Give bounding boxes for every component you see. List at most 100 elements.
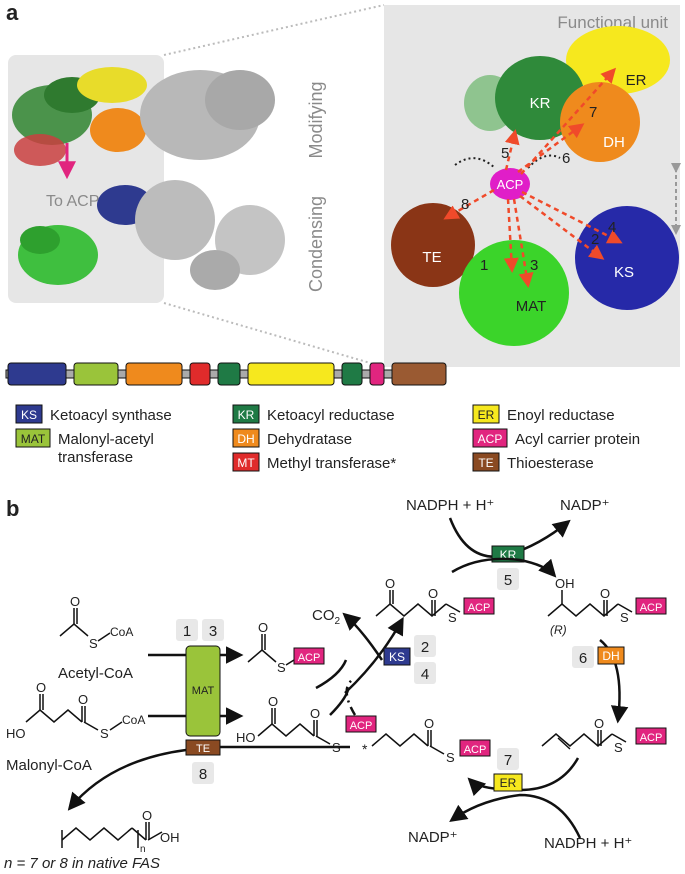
projection-line-top (163, 4, 385, 56)
te-release-arrow (67, 748, 187, 811)
dotted-arc-right (527, 154, 561, 169)
mat-blob (459, 240, 569, 346)
dh-enzyme-label: DH (602, 649, 619, 663)
acyl-acp-label: ACP (464, 744, 487, 756)
ha-r-label: (R) (550, 623, 567, 637)
ha-acp-tag (635, 597, 667, 615)
step5-label: 5 (504, 572, 512, 589)
gene-segment (217, 362, 241, 386)
te-enzyme-label: TE (196, 743, 210, 755)
acc-o: O (70, 594, 80, 609)
co2-label: CO2 (312, 607, 341, 627)
gene-segment (369, 362, 385, 386)
fu-kr-label: KR (530, 95, 551, 112)
fu-step-3: 3 (530, 257, 538, 274)
legend-abbr: MAT (21, 432, 46, 446)
gene-domain-bar (5, 362, 447, 386)
dotted-arc-left (454, 157, 496, 169)
mal-o2: O (78, 692, 88, 707)
modifying-label: Modifying (306, 81, 326, 158)
fu-step-7: 7 (589, 104, 597, 121)
nadp-bottom: NADP⁺ (408, 829, 458, 846)
fa-n-sub: n (140, 844, 146, 855)
gene-segment (341, 362, 363, 386)
gene-segment (247, 362, 335, 386)
acc-s: S (89, 636, 98, 651)
gene-segment (125, 362, 183, 386)
projection-line-bottom (163, 302, 385, 368)
fu-step-8: 8 (461, 196, 469, 213)
fu-dh-label: DH (603, 134, 625, 151)
macp-s: S (332, 740, 341, 755)
acc-s-bond (97, 632, 111, 642)
legend-label-cont: transferase (58, 449, 133, 466)
legend-label: Malonyl-acetyl (58, 431, 154, 448)
mal-s-bond (109, 721, 123, 731)
panel-b-letter: b (6, 496, 19, 521)
acc-coa: CoA (110, 625, 133, 639)
step2-badge (414, 635, 436, 657)
mal-s: S (100, 726, 109, 741)
macp-acp-label: ACP (350, 720, 373, 732)
er-enzyme-label: ER (500, 776, 517, 790)
en-acp-label: ACP (640, 732, 663, 744)
gene-segment (73, 362, 119, 386)
aa-acp-tag (463, 597, 495, 615)
legend-abbr: TE (478, 456, 493, 470)
step7-label: 7 (504, 752, 512, 769)
legend-swatch (232, 428, 260, 448)
hydroxyacyl-acp-structure (547, 590, 633, 617)
fu-acp-label: ACP (497, 177, 524, 192)
er-reaction-arrow (467, 757, 580, 797)
fa-o: O (142, 808, 152, 823)
malonyl-coa-label: Malonyl-CoA (6, 757, 92, 774)
dh-reaction-arrow (599, 639, 629, 724)
aa-o2: O (428, 586, 438, 601)
mal-o1: O (36, 680, 46, 695)
nadph-bottom: NADPH + H⁺ (544, 835, 632, 852)
legend-label: Dehydratase (267, 431, 352, 448)
acyl-acp-structure (371, 730, 445, 755)
step3-label: 3 (209, 623, 217, 640)
step4-label: 4 (421, 666, 429, 683)
fatty-acid-product (61, 822, 163, 848)
acyl-star: * (362, 741, 368, 757)
er-blob (566, 26, 670, 94)
aacp-s-bond (285, 659, 295, 666)
en-o: O (594, 716, 604, 731)
legend-abbr: ER (478, 408, 495, 422)
legend-swatch (15, 428, 51, 448)
legend-swatch (232, 404, 260, 424)
ha-acp-label: ACP (640, 602, 663, 614)
er-enzyme-box (493, 773, 523, 792)
step5-badge (497, 568, 519, 590)
fu-step-6: 6 (562, 150, 570, 167)
ks-up-arrow (344, 616, 404, 694)
mal-ho: HO (6, 726, 26, 741)
step3-badge (202, 619, 224, 641)
panel-a-letter: a (6, 0, 19, 25)
aacp-acp-label: ACP (298, 652, 321, 664)
step1-label: 1 (183, 623, 191, 640)
legend-label: Ketoacyl synthase (50, 407, 172, 424)
condensing-label: Condensing (306, 196, 326, 292)
step6-label: 6 (579, 650, 587, 667)
legend-swatch (232, 452, 260, 472)
fu-step-2: 2 (591, 231, 599, 248)
legend-label: Acyl carrier protein (515, 431, 640, 448)
acetoacetyl-acp-structure (375, 590, 461, 617)
gene-segment (391, 362, 447, 386)
legend-abbr: KR (238, 408, 255, 422)
legend-swatch (472, 404, 500, 424)
malonyl-to-ks-line (329, 689, 350, 716)
ks-enzyme-label: KS (389, 650, 405, 664)
gene-segment (7, 362, 67, 386)
fas-structure-cartoon (12, 67, 285, 290)
legend-swatch (15, 404, 43, 424)
nadph-top: NADPH + H⁺ (406, 497, 494, 514)
dh-enzyme-box (597, 646, 625, 665)
legend-label: Ketoacyl reductase (267, 407, 395, 424)
er-cofactor-arrow (449, 793, 582, 839)
ha-oh: OH (555, 576, 575, 591)
